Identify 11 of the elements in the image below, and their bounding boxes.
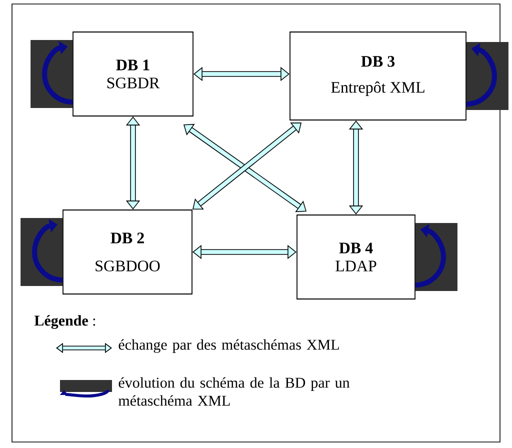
legend-text: échange par des métaschémas XML [118, 339, 339, 353]
database-box: DB 4 LDAP [296, 214, 416, 300]
database-box: DB 1 SGBDR [72, 32, 194, 116]
legend-text: évolution du schéma de la BD par un métaschéma XML [118, 377, 350, 406]
database-box: DB 2 SGBDOO [62, 210, 192, 294]
evolution-loop [30, 40, 73, 108]
legend-heading: Légende : [34, 315, 96, 329]
evolution-loop [466, 42, 508, 110]
evolution-loop [20, 218, 63, 286]
database-box: DB 3 Entrepôt XML [290, 32, 466, 120]
evolution-loop [415, 223, 458, 291]
